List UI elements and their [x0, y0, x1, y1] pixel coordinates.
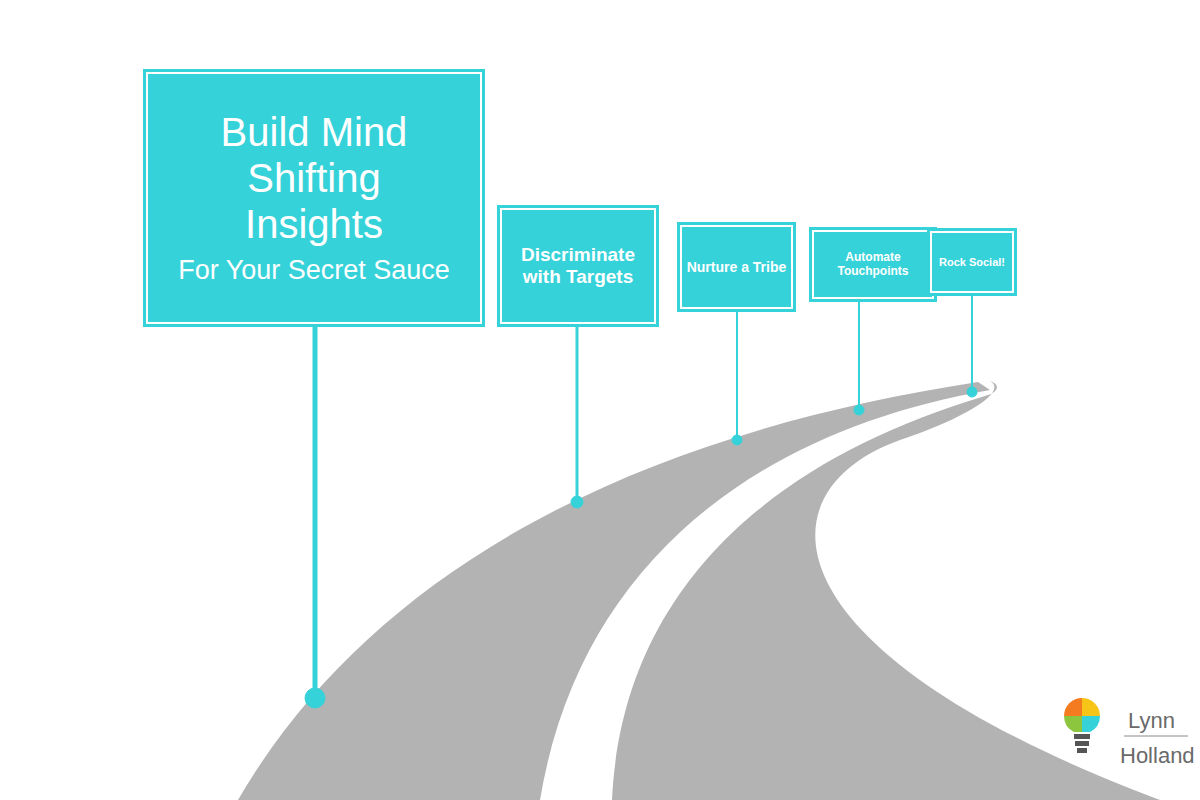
sign-title: Rock Social! — [939, 256, 1005, 269]
road-lane — [612, 381, 1160, 800]
logo-text: Lynn — [1128, 709, 1175, 733]
main-road-sign: Build Mind Shifting InsightsFor Your Sec… — [143, 69, 485, 327]
sign-subtitle: For Your Secret Sauce — [178, 255, 450, 286]
logo-text: Holland — [1120, 744, 1195, 768]
sign-posts — [305, 294, 977, 708]
sign-title: Build Mind Shifting Insights — [179, 109, 449, 247]
sign-title: Discriminate with Targets — [508, 244, 648, 288]
sign-title: Automate Touchpoints — [818, 251, 928, 279]
sign-title: Nurture a Tribe — [687, 259, 787, 275]
road-sign: Nurture a Tribe — [677, 222, 796, 312]
road-sign: Discriminate with Targets — [497, 205, 659, 327]
road-sign: Automate Touchpoints — [809, 227, 937, 302]
road-sign: Rock Social! — [927, 228, 1017, 296]
